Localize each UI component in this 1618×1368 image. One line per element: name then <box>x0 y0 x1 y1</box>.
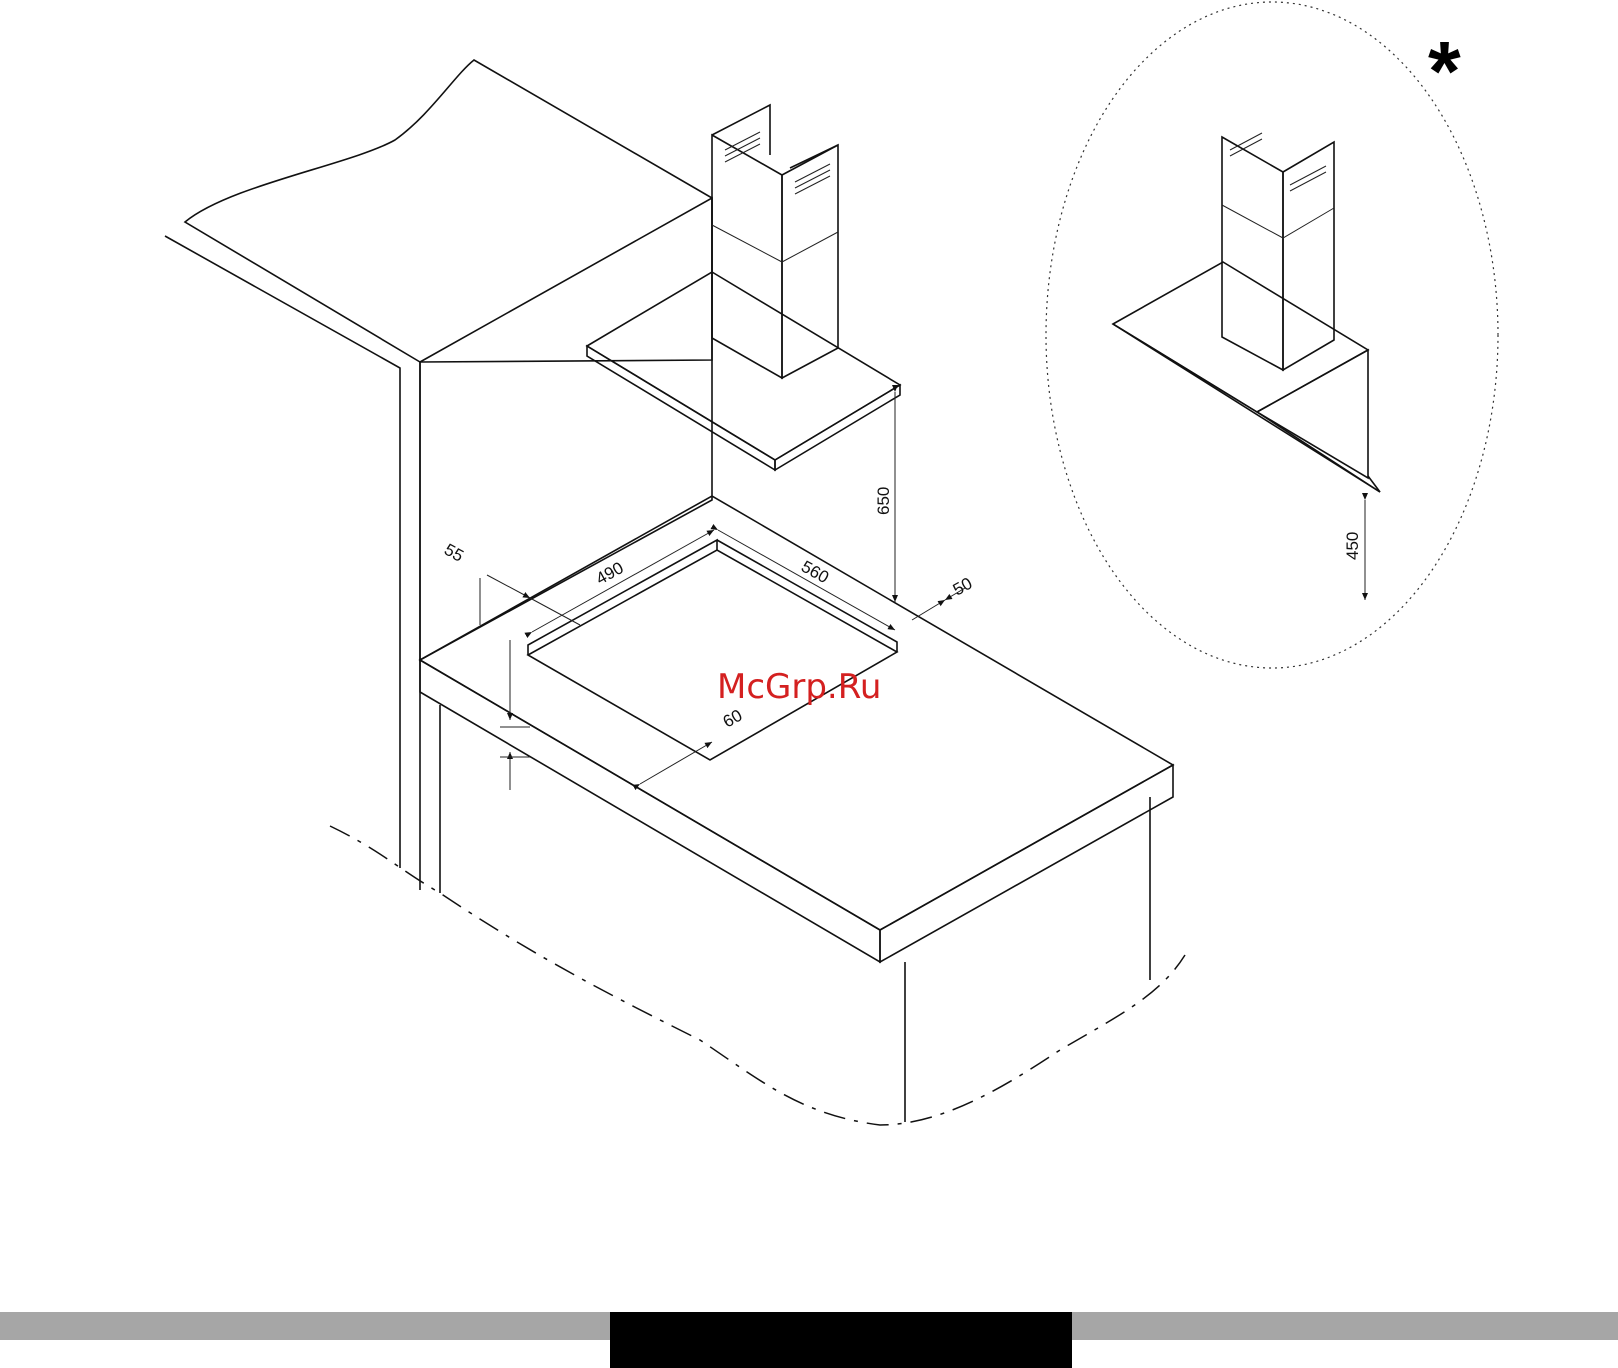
dim-60: 60 <box>720 706 746 732</box>
footer-block <box>610 1312 1072 1368</box>
alt-marker-asterisk: * <box>1428 24 1461 118</box>
hood-main <box>587 105 900 470</box>
dim-55: 55 <box>441 540 467 566</box>
countertop <box>330 496 1185 1125</box>
dim-560: 560 <box>798 557 832 587</box>
dim-450: 450 <box>1343 532 1362 560</box>
dimension-lines <box>480 392 965 790</box>
vent-slots <box>725 132 830 194</box>
hood-alternative: 450 * <box>1046 2 1498 668</box>
wall <box>165 60 712 893</box>
hob-cutout <box>528 540 897 760</box>
dim-50: 50 <box>950 574 976 600</box>
dim-650: 650 <box>874 487 893 515</box>
watermark: McGrp.Ru <box>717 667 881 707</box>
